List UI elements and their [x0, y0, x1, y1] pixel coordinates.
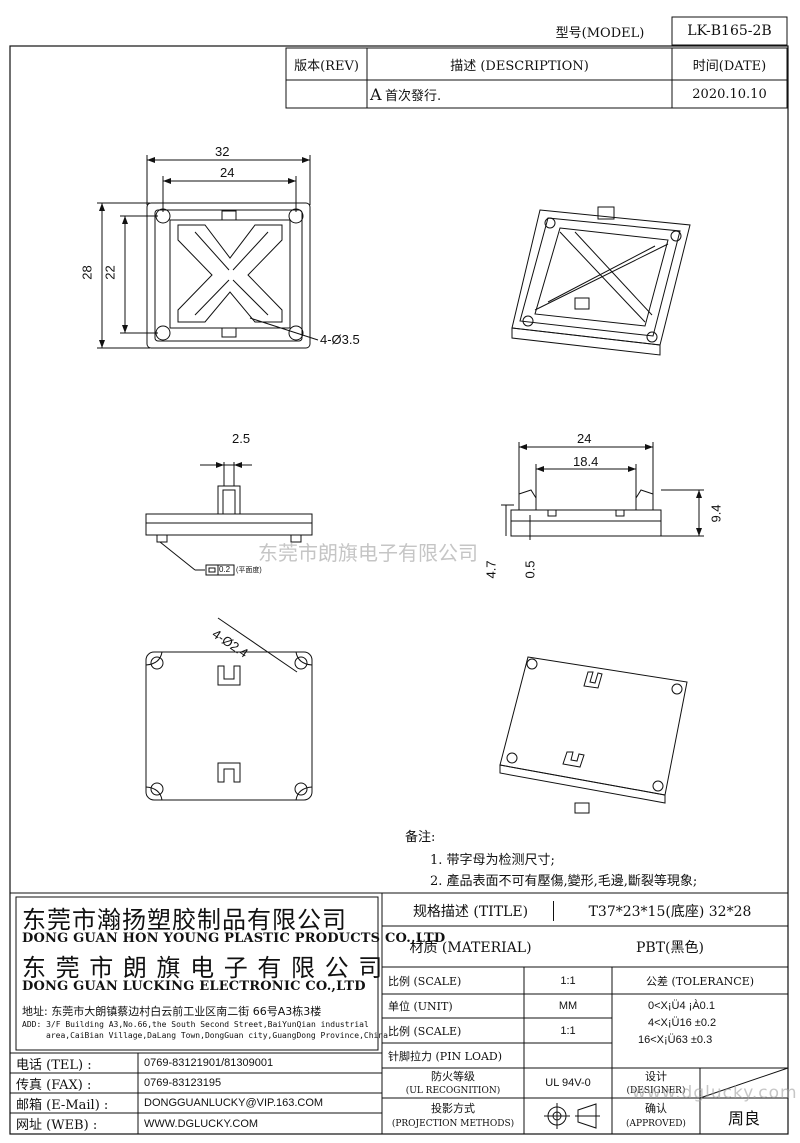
dim-front-step: 0.5 [522, 560, 538, 579]
spec-title-value: T37*23*15(底座) 32*28 [588, 904, 752, 920]
spec-fire-label-1: 防火等级 [431, 1069, 475, 1083]
bottom-view [145, 617, 313, 801]
spec-projection-label-2: (PROJECTION METHODS) [391, 1119, 515, 1129]
company-address-en-2: area,CaiBian Village,DaLang Town,DongGua… [46, 1031, 388, 1040]
company2-name-cn: 东 莞 市 朗 旗 电 子 有 限 公 司 [22, 954, 384, 982]
front-view [501, 442, 704, 540]
tolerance-row-3: 16<X¡Ü63 ±0.3 [638, 1034, 713, 1046]
contact-email-value[interactable]: DONGGUANLUCKY@VIP.163.COM [144, 1097, 324, 1109]
approved-label-2: (APPROVED) [626, 1119, 686, 1129]
tolerance-row-1: 0<X¡Ü4 ¡À0.1 [648, 1000, 715, 1012]
note-item-2: 2. 產品表面不可有壓傷,變形,毛邊,斷裂等現象; [430, 874, 698, 889]
projection-symbol-icon [544, 1103, 602, 1130]
side-view [145, 462, 313, 576]
company-name-en: DONG GUAN HON YOUNG PLASTIC PRODUCTS CO.… [22, 931, 446, 946]
dim-front-width: 24 [577, 431, 592, 446]
dim-hole-top: 4-Ø3.5 [320, 332, 360, 347]
spec-material-value: PBT(黑色) [636, 940, 704, 956]
contact-tel-label: 电话 (TEL) : [16, 1057, 92, 1073]
spec-fire-value: UL 94V-0 [545, 1077, 591, 1089]
date-value: 2020.10.10 [692, 87, 767, 102]
spec-projection-label-1: 投影方式 [431, 1101, 475, 1115]
contact-fax-label: 传真 (FAX) : [16, 1077, 92, 1093]
contact-fax-value: 0769-83123195 [144, 1077, 222, 1089]
spec-title-divider [553, 901, 555, 921]
watermark-center: 东莞市朗旗电子有限公司 [258, 541, 478, 565]
dim-flatness-note: (平面度) [236, 567, 262, 574]
dim-top-width-outer: 32 [215, 144, 230, 159]
dim-top-height-inner: 22 [102, 265, 118, 280]
spec-unit-value: MM [558, 1000, 578, 1012]
spec-material-label: 材质 (MATERIAL) [409, 940, 532, 956]
spec-scale-label: 比例 (SCALE) [388, 974, 462, 988]
model-value: LK-B165-2B [687, 23, 772, 39]
desc-label: 描述 (DESCRIPTION) [450, 58, 589, 74]
tolerance-row-2: 4<X¡Ü16 ±0.2 [648, 1017, 717, 1029]
spec-pin-label: 针脚拉力 (PIN LOAD) [388, 1049, 503, 1063]
dim-side-pin-width: 2.5 [232, 431, 251, 446]
spec-title-label: 规格描述 (TITLE) [412, 904, 529, 920]
dim-front-inner: 18.4 [573, 454, 599, 469]
designer-label-2: (DESIGNER) [626, 1085, 686, 1096]
approved-value: 周良 [727, 1108, 760, 1128]
contact-web-value[interactable]: WWW.DGLUCKY.COM [144, 1117, 259, 1130]
dim-top-height-outer: 28 [79, 265, 95, 280]
rev-label: 版本(REV) [294, 58, 359, 74]
rev-value: A [370, 85, 382, 104]
notes-title: 备注: [405, 830, 436, 845]
iso-bottom-view [499, 656, 688, 814]
designer-label-1: 设计 [645, 1069, 667, 1083]
spec-scale2-value: 1:1 [560, 1024, 576, 1037]
company-address-cn: 地址: 东莞市大朗镇蔡边村白云前工业区南二街 66号A3栋3楼 [22, 1005, 322, 1018]
contact-email-label: 邮箱 (E-Mail) : [16, 1097, 109, 1113]
contact-web-label: 网址 (WEB) : [16, 1118, 98, 1133]
spec-unit-label: 单位 (UNIT) [388, 1000, 453, 1013]
note-item-1: 1. 带字母为检测尺寸; [430, 853, 555, 868]
title-block [10, 892, 789, 1134]
watermark-corner: www.dglucky.com [632, 1083, 798, 1103]
desc-value: 首次發行. [385, 89, 442, 104]
spec-scale-value: 1:1 [560, 974, 576, 987]
top-view [97, 155, 319, 349]
company2-name-en: DONG GUAN LUCKING ELECTRONIC CO.,LTD [22, 979, 366, 994]
contact-tel-value: 0769-83121901/81309001 [144, 1057, 274, 1069]
date-label: 时间(DATE) [692, 58, 767, 74]
spec-scale2-label: 比例 (SCALE) [388, 1024, 462, 1038]
company-address-en-1: ADD: 3/F Building A3,No.66,the South Sec… [22, 1020, 369, 1029]
spec-tolerance-label: 公差 (TOLERANCE) [645, 974, 755, 988]
dim-flatness: 0.2 [219, 565, 231, 574]
company-name-cn: 东莞市瀚扬塑胶制品有限公司 [22, 906, 347, 934]
dim-front-base: 4.7 [483, 560, 499, 579]
iso-top-view [511, 206, 691, 356]
approved-label-1: 确认 [645, 1101, 667, 1115]
dim-top-width-inner: 24 [220, 165, 235, 180]
model-label: 型号(MODEL) [555, 25, 645, 41]
dim-front-height: 9.4 [708, 504, 724, 523]
spec-fire-label-2: (UL RECOGNITION) [405, 1085, 501, 1096]
